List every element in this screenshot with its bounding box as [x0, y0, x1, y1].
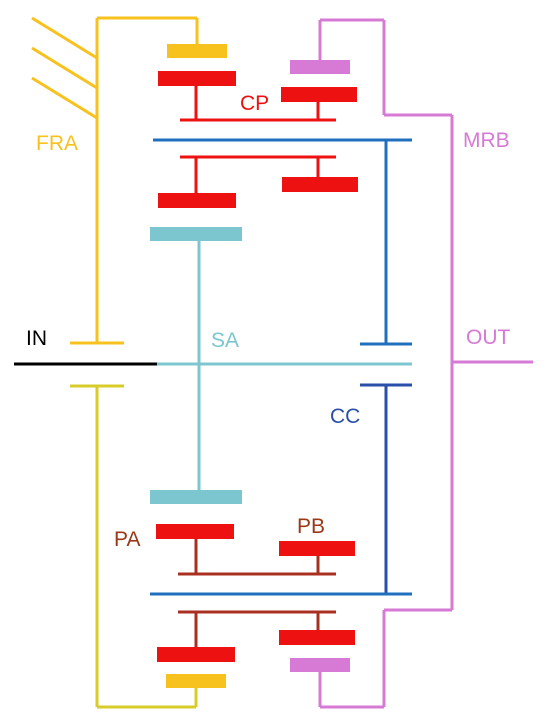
sa-sun-gear-lower	[150, 490, 242, 504]
mrb-frame	[318, 18, 533, 709]
cc-carrier	[150, 383, 412, 596]
fra-ground-hatch	[31, 16, 98, 120]
upper-carrier	[153, 138, 412, 346]
sa-sun-gear-upper	[150, 227, 242, 241]
pa-planet-lower	[157, 647, 235, 662]
fra-ring-frame	[70, 16, 199, 345]
mrb-ring-gear-lower	[290, 658, 350, 672]
label-sa: SA	[211, 329, 239, 352]
cp-planet-carrier	[180, 85, 336, 193]
label-pb: PB	[297, 515, 325, 538]
pa-pb-carrier	[178, 538, 336, 648]
label-out: OUT	[466, 326, 511, 349]
cp-planet-lower-right	[282, 177, 358, 192]
label-in: IN	[26, 327, 47, 350]
pa-planet-upper	[156, 524, 234, 539]
cp-planet-upper-left	[158, 71, 236, 86]
sa-sun-shaft	[155, 240, 412, 490]
cp-planet-upper-right	[281, 87, 357, 102]
fra-ring-gear-upper	[167, 44, 227, 58]
label-cp: CP	[240, 92, 269, 115]
lower-ring-gear	[166, 674, 226, 688]
mrb-ring-gear-upper	[290, 60, 350, 74]
cp-planet-lower-left	[158, 193, 236, 208]
pb-planet-lower	[279, 630, 355, 645]
lower-ring-frame	[70, 384, 198, 709]
label-fra: FRA	[36, 132, 78, 155]
pb-planet-upper	[279, 541, 355, 556]
label-mrb: MRB	[463, 129, 510, 152]
label-pa: PA	[114, 528, 140, 551]
label-cc: CC	[330, 405, 360, 428]
